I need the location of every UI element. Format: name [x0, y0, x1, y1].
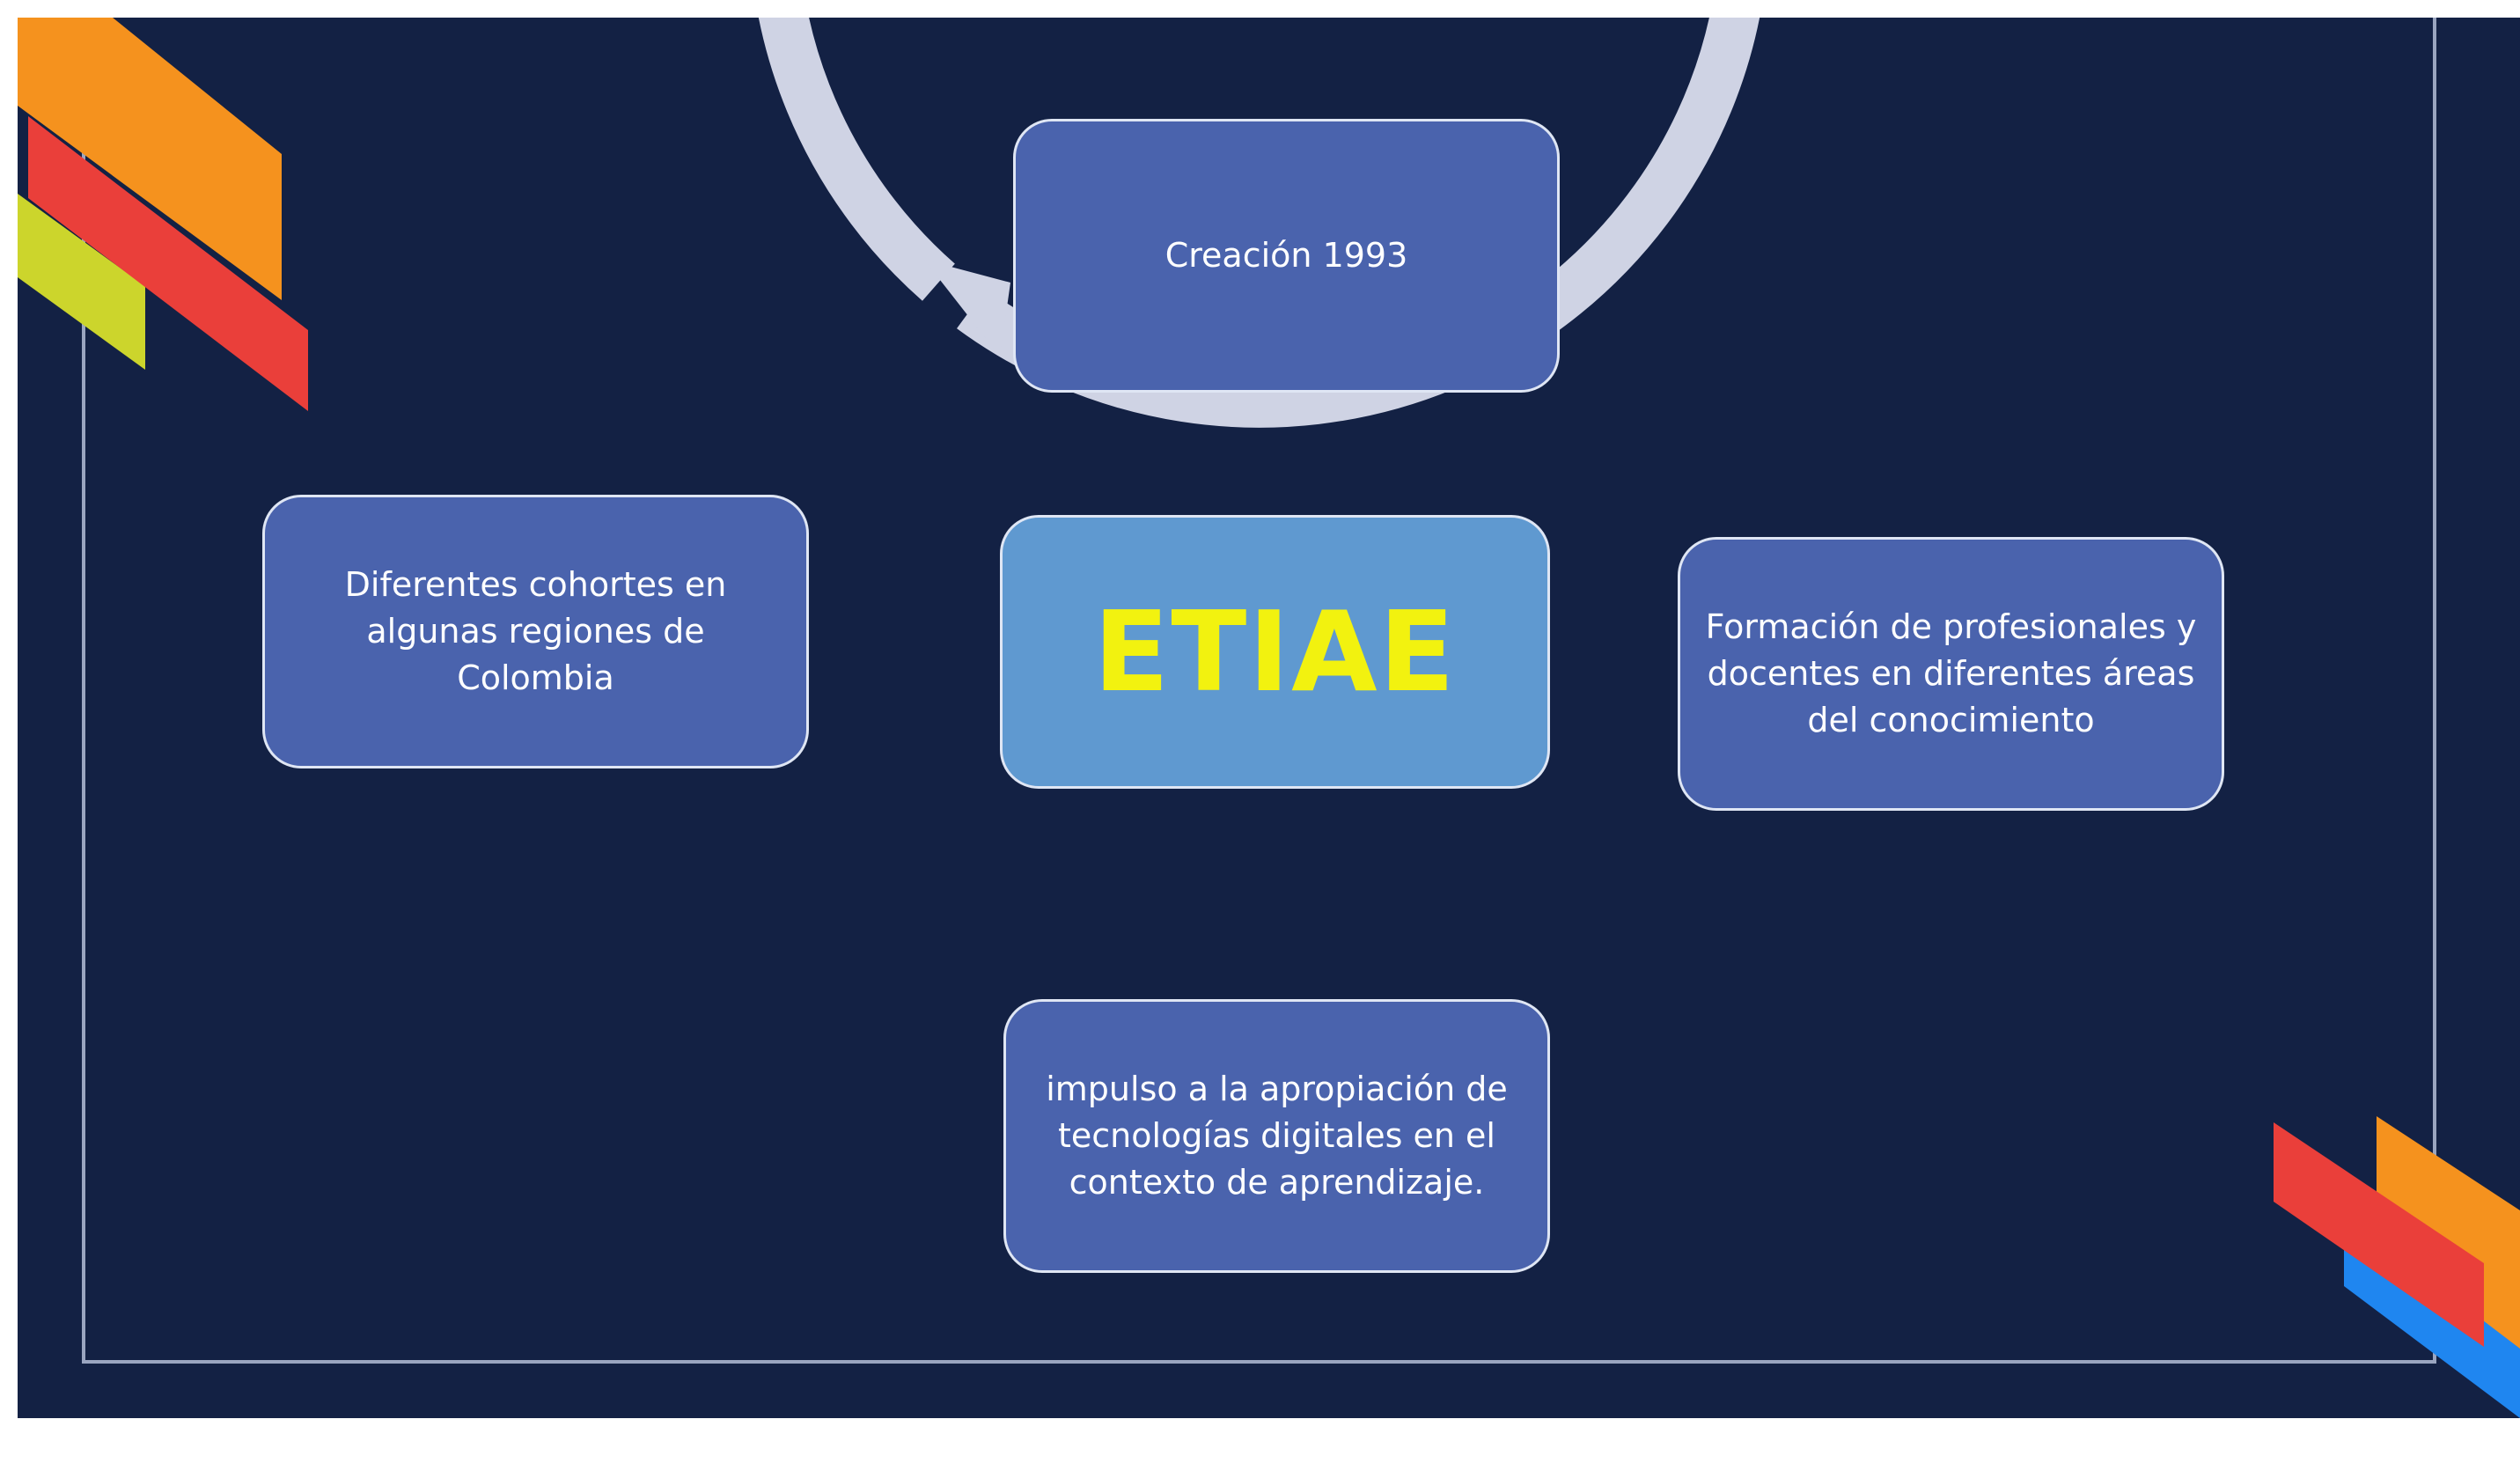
cycle-step-top-label: Creación 1993 — [1164, 236, 1408, 275]
cycle-arrowhead-icon — [924, 260, 1010, 357]
cycle-step-top: Creación 1993 — [1013, 119, 1560, 393]
cycle-step-bottom-label: impulso a la apropiación de tecnologías … — [1046, 1070, 1508, 1202]
slide-frame — [82, 18, 2436, 1364]
stripes-bottom-right-icon — [2274, 1116, 2520, 1418]
cycle-step-bottom: impulso a la apropiación de tecnologías … — [1003, 999, 1550, 1273]
cycle-step-left-label: Diferentes cohortes en algunas regiones … — [344, 565, 727, 697]
slide: Creación 1993 Formación de profesionales… — [18, 18, 2520, 1418]
cycle-step-right-label: Formación de profesionales y docentes en… — [1705, 607, 2197, 739]
cycle-step-left: Diferentes cohortes en algunas regiones … — [262, 495, 809, 768]
stripes-top-left-icon — [18, 18, 308, 411]
cycle-step-right: Formación de profesionales y docentes en… — [1678, 537, 2224, 811]
center-title-box: ETIAE — [1000, 515, 1550, 789]
center-title: ETIAE — [1093, 587, 1457, 717]
